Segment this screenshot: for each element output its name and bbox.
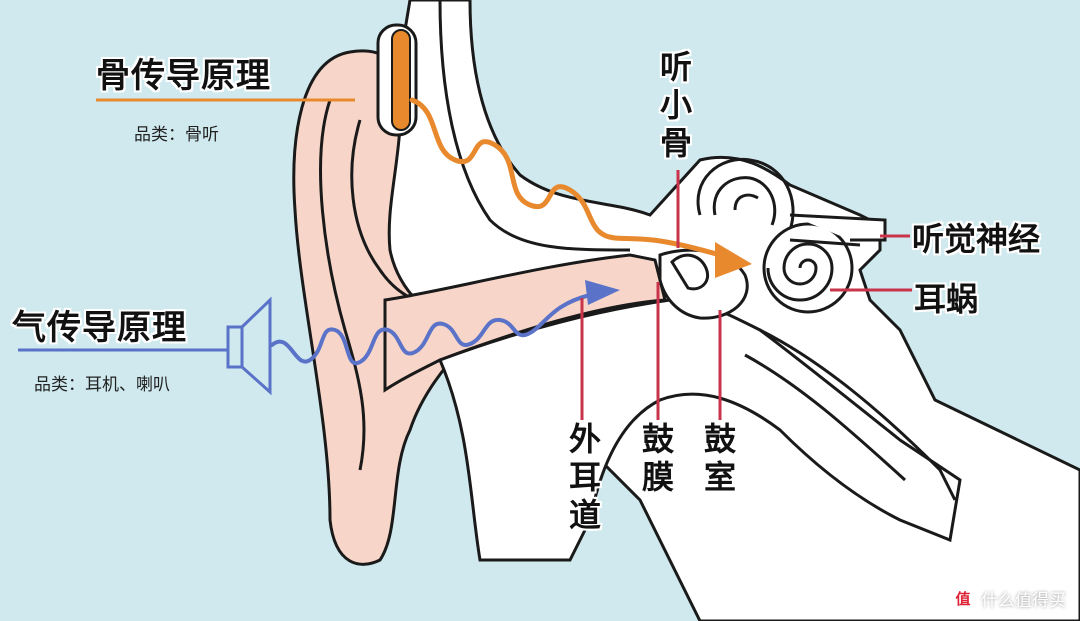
air-conduction-title: 气传导原理	[12, 308, 187, 348]
watermark-text: 什么值得买	[981, 591, 1066, 611]
eustachian-tube	[744, 328, 957, 501]
ossicles-label: 听小骨	[659, 48, 692, 162]
cochlea-spiral	[762, 222, 854, 314]
bone-conduction-transducer	[391, 29, 411, 131]
ear-canal-label: 外耳道	[568, 420, 601, 534]
air-conduction-arrowhead	[585, 280, 620, 305]
cochlea-label: 耳蜗	[914, 280, 979, 318]
pinna	[292, 49, 473, 566]
tympanic-cavity-label: 鼓室	[703, 420, 736, 496]
bone-conduction-title: 骨传导原理	[96, 56, 271, 96]
bone-inner-curve	[438, 0, 631, 252]
watermark-badge-icon: 值	[951, 586, 975, 611]
bone-conduction-category: 品类：骨听	[134, 125, 219, 145]
eardrum-label: 鼓膜	[641, 420, 674, 496]
air-conduction-wave	[270, 293, 592, 366]
bone-conduction-wave	[409, 97, 723, 258]
watermark: 值 什么值得买	[951, 586, 1066, 611]
air-conduction-category: 品类：耳机、喇叭	[34, 375, 170, 395]
bone-conduction-arrowhead	[715, 242, 752, 278]
pinna-inner-fold	[319, 99, 366, 471]
auditory-nerve-shape	[789, 213, 887, 247]
speaker-icon	[226, 296, 272, 396]
semicircular-canals	[696, 157, 795, 231]
ossicles-shape	[670, 253, 709, 291]
auditory-nerve-label: 听觉神经	[912, 220, 1041, 258]
